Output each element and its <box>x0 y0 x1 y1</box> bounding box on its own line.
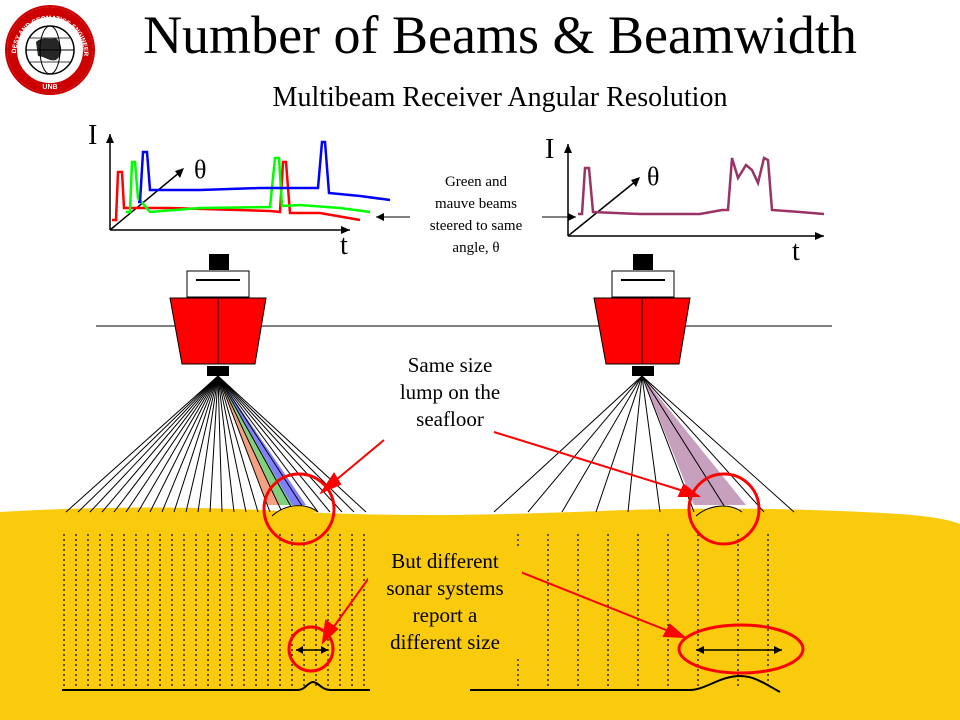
beam-line <box>527 375 643 513</box>
beam-line <box>125 375 219 513</box>
beam-line <box>89 375 219 513</box>
steer-note-line: mauve beams <box>434 196 518 212</box>
beam-line <box>641 375 765 513</box>
right-size-highlight <box>677 623 805 675</box>
logo-bottom-text: UNB <box>42 84 57 91</box>
beam-line <box>197 375 219 513</box>
mauve-trace <box>578 156 825 216</box>
beam-line <box>217 375 307 513</box>
beam-line <box>217 375 295 513</box>
beam-line <box>185 375 219 513</box>
blue-trace <box>138 140 391 204</box>
left-size-arrow <box>296 646 328 654</box>
sonar-callout-line: But different <box>391 549 499 573</box>
green-trace <box>126 156 371 214</box>
beam-line <box>217 375 355 513</box>
beam-line <box>217 375 223 513</box>
beam-line <box>217 375 331 513</box>
lump-callout-line: seafloor <box>416 407 484 431</box>
left-beam-fan <box>65 375 367 513</box>
beam-line <box>641 375 795 513</box>
lump-callout-line: Same size <box>407 353 493 377</box>
svg-text:GEODESY AND GEOMATICS ENGINEER: GEODESY AND GEOMATICS ENGINEERING <box>0 0 89 57</box>
right-lump-highlight <box>687 472 761 546</box>
right-plot-angle-label: θ <box>647 162 660 191</box>
beam-line <box>173 375 219 513</box>
beam-line <box>217 375 319 513</box>
steer-note-line: steered to same <box>429 218 523 234</box>
left-intensity-plot <box>106 134 576 234</box>
right-plot-x-label: t <box>792 236 800 267</box>
page-subtitle: Multibeam Receiver Angular Resolution <box>272 82 728 113</box>
beam-line <box>217 375 283 513</box>
beam-line <box>217 375 235 513</box>
beam-line <box>149 375 219 513</box>
left-plot-angle-label: θ <box>194 155 207 184</box>
right-intensity-plot <box>564 144 825 240</box>
left-soundings <box>63 534 365 688</box>
beam-line <box>561 375 643 513</box>
beam-line <box>113 375 219 513</box>
left-plot-x-label: t <box>340 230 348 261</box>
logo-ring-text: GEODESY AND GEOMATICS ENGINEERING <box>0 0 89 57</box>
right-seafloor-lump <box>695 505 743 517</box>
sonar-callout-line: sonar systems <box>386 576 504 600</box>
sonar-callout-line: different size <box>390 630 500 654</box>
beam-line <box>641 375 729 513</box>
beam-line <box>217 375 367 513</box>
steer-note-line: angle, θ <box>452 240 500 256</box>
left-lump-highlight <box>262 472 336 546</box>
lump-callout-line: lump on the <box>399 380 501 404</box>
beam-blue <box>218 376 306 505</box>
left-seafloor-lump <box>271 505 319 517</box>
left-ship <box>169 254 267 376</box>
left-plot-y-label: I <box>88 120 98 151</box>
page-title: Number of Beams & Beamwidth <box>143 5 857 65</box>
beam-line <box>595 375 643 513</box>
logo-text-layer: GEODESY AND GEOMATICS ENGINEERING UNB <box>0 0 89 91</box>
left-size-highlight <box>287 625 335 673</box>
beam-line <box>137 375 219 513</box>
right-bottom-profile <box>470 674 781 693</box>
sonar-callout-line: report a <box>412 603 478 627</box>
beam-line <box>209 375 219 513</box>
beam-mauve <box>642 376 746 505</box>
beam-line <box>627 375 643 513</box>
beam-line <box>161 375 219 513</box>
lump-callout: Same size lump on the seafloor <box>380 352 520 433</box>
steer-note: Green and mauve beams steered to same an… <box>410 171 542 259</box>
right-size-arrow <box>696 646 782 654</box>
beam-line <box>641 375 661 513</box>
sonar-callout: But different sonar systems report a dif… <box>368 548 522 656</box>
beam-line <box>65 375 219 513</box>
left-bottom-profile <box>62 680 370 691</box>
beam-line <box>217 375 271 513</box>
beam-line <box>493 375 643 513</box>
beam-line <box>217 375 343 513</box>
right-beam-fan <box>493 375 795 513</box>
right-plot-y-label: I <box>545 134 555 165</box>
red-trace <box>112 160 361 222</box>
unb-logo <box>5 5 95 95</box>
beam-line <box>217 375 247 513</box>
beam-line <box>77 375 219 513</box>
beam-line <box>217 375 259 513</box>
beam-line <box>101 375 219 513</box>
right-ship <box>593 254 691 376</box>
steer-note-line: Green and <box>444 174 508 190</box>
